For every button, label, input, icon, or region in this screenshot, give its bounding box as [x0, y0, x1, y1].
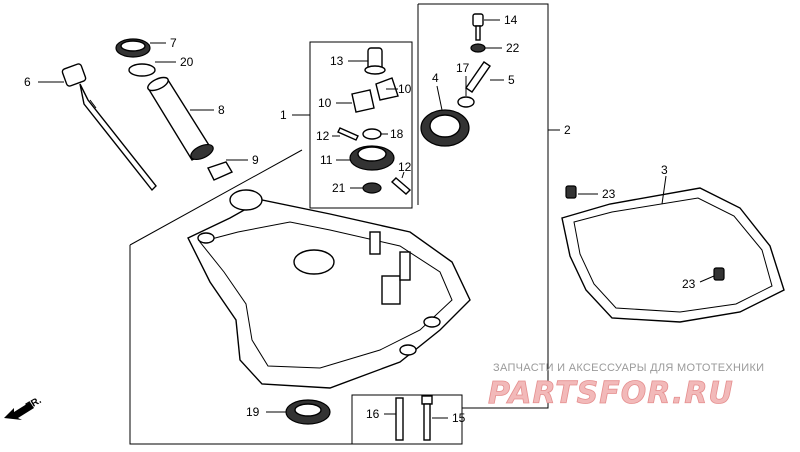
callout-20: 20	[180, 55, 194, 69]
dowel-23b	[713, 267, 725, 281]
callout-4: 4	[432, 71, 439, 85]
governor-clip-10	[351, 89, 375, 113]
leader-lines	[38, 19, 715, 419]
washer-22	[470, 43, 486, 53]
washer-21	[362, 182, 382, 194]
filler-tube-top	[147, 76, 169, 92]
callout-10b: 10	[398, 82, 412, 96]
bolt-14-shank	[475, 25, 481, 41]
callout-23a: 23	[602, 187, 616, 201]
governor-gear-11-hub	[357, 146, 387, 162]
crankcase-cover-body	[187, 199, 471, 389]
bolts	[395, 395, 433, 441]
callout-16: 16	[366, 407, 380, 421]
bolt-14	[472, 13, 484, 27]
filler-tube-assembly	[115, 38, 234, 181]
leader-23b	[699, 275, 715, 283]
pin-12b	[390, 177, 412, 195]
washer-18	[362, 128, 382, 140]
front-arrow-icon	[4, 402, 34, 420]
clip-9	[207, 161, 234, 181]
washer-17	[457, 96, 475, 108]
callout-22: 22	[506, 41, 520, 55]
callout-15: 15	[452, 411, 466, 425]
o-ring-20	[128, 63, 156, 77]
leader-12b	[401, 171, 405, 179]
dowel-23a	[565, 185, 577, 199]
callout-2: 2	[564, 123, 571, 137]
group-frames	[129, 3, 549, 445]
crankcase-bolt-hole-a	[423, 316, 441, 328]
watermark: ЗАПЧАСТИ И АКСЕССУАРЫ ДЛЯ МОТОТЕХНИКИ PA…	[488, 362, 764, 411]
callout-numbers: 6 7 20 8 9 1 13 10 10 18 12 11 21 12 14 …	[24, 13, 696, 425]
leader-4	[436, 85, 443, 111]
watermark-brand: PARTSFOR.RU	[488, 376, 734, 411]
callout-17: 17	[456, 61, 470, 75]
callout-23b: 23	[682, 277, 696, 291]
oil-seal-19-part	[285, 399, 331, 425]
callout-9: 9	[252, 153, 259, 167]
crankcase-filler-neck	[229, 189, 263, 211]
bolt-15	[423, 403, 431, 441]
leader-3	[661, 175, 667, 205]
callout-12b: 12	[398, 160, 412, 174]
governor-shaft-13-base	[364, 65, 386, 75]
gasket-3-inner	[573, 197, 773, 313]
front-direction: FR.	[4, 395, 44, 420]
dipstick-ring	[89, 99, 97, 109]
case-outline-frame	[129, 130, 549, 445]
front-label: FR.	[24, 395, 44, 413]
crankcase-cover	[187, 189, 471, 389]
watermark-tagline: ЗАПЧАСТИ И АКСЕССУАРЫ ДЛЯ МОТОТЕХНИКИ	[493, 362, 764, 374]
callout-8: 8	[218, 103, 225, 117]
callout-19: 19	[246, 405, 260, 419]
callout-13: 13	[330, 54, 344, 68]
gasket-3	[561, 187, 785, 323]
callout-14: 14	[504, 13, 518, 27]
callout-18: 18	[390, 127, 404, 141]
filler-tube-thread	[190, 143, 214, 161]
crankcase-rib-c	[399, 251, 411, 281]
stud-16	[395, 397, 404, 441]
dipstick-cap	[61, 63, 87, 87]
crankcase-bolt-hole-c	[197, 232, 215, 244]
callout-3: 3	[661, 163, 668, 177]
crankcase-rib-a	[369, 231, 381, 255]
governor-parts	[337, 47, 412, 195]
gasket	[561, 185, 785, 323]
crankcase-cover-flange	[199, 221, 453, 369]
bolt-15-head	[421, 395, 433, 405]
crankcase-rib-b	[381, 275, 401, 305]
callout-10a: 10	[318, 96, 332, 110]
dipstick-rod	[79, 83, 157, 192]
callout-21: 21	[332, 181, 346, 195]
callout-1: 1	[280, 108, 287, 122]
crankcase-boss	[293, 249, 335, 275]
bolts-frame	[351, 394, 463, 445]
oil-seal-19-inner	[294, 403, 322, 417]
shaft-5	[465, 61, 491, 93]
callout-7: 7	[170, 36, 177, 50]
oil-seal-7-inner	[120, 40, 146, 52]
governor-group-frame	[309, 41, 413, 209]
callout-11: 11	[320, 153, 333, 167]
case-cover-group-frame	[417, 3, 549, 205]
pin-12	[337, 127, 359, 141]
dipstick	[61, 63, 157, 192]
oil-pump-parts	[420, 13, 491, 147]
oil-pump-gear-4-hub	[429, 114, 461, 138]
callout-6: 6	[24, 75, 31, 89]
callout-5: 5	[508, 73, 515, 87]
crankcase-bolt-hole-b	[399, 344, 417, 356]
callout-12a: 12	[316, 129, 330, 143]
